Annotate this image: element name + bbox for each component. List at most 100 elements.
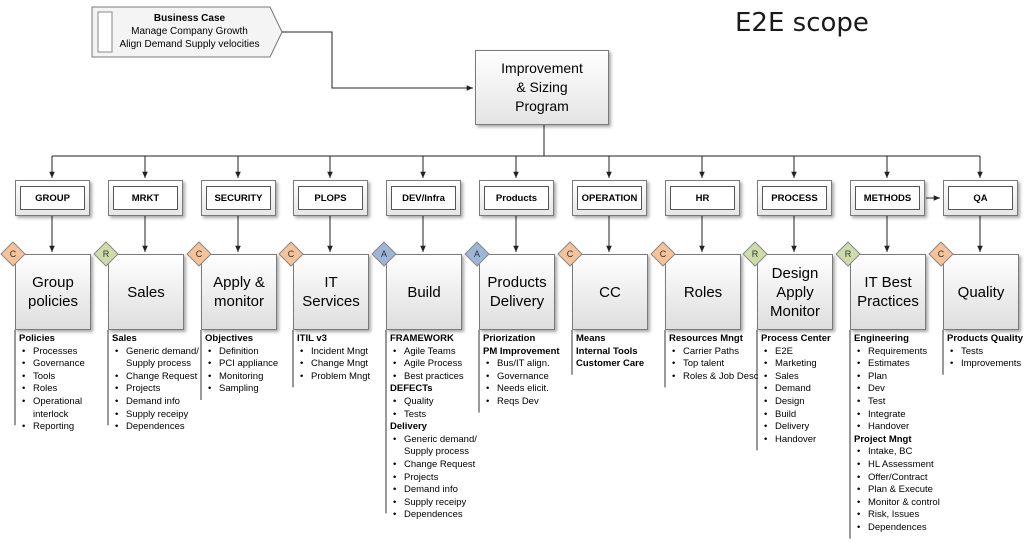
detail-item: Needs elicit. (483, 383, 573, 396)
column-header-label: HR (670, 186, 735, 210)
detail-item: Build (761, 409, 851, 422)
detail-list: SalesGeneric demand/ Supply processChang… (112, 333, 202, 434)
column-box: Products Delivery (479, 254, 555, 330)
diamond-icon (557, 241, 583, 267)
business-case-line: Align Demand Supply velocities (119, 39, 260, 50)
detail-item: Integrate (854, 409, 944, 422)
detail-heading: Engineering (854, 333, 909, 344)
detail-item: Test (854, 396, 944, 409)
business-case-text: Business Case Manage Company Growth Alig… (112, 12, 267, 51)
detail-list: ObjectivesDefinitionPCI applianceMonitor… (205, 333, 295, 396)
detail-item: Processes (19, 346, 109, 359)
detail-heading: Policies (19, 333, 55, 344)
column-header-label: GROUP (20, 186, 85, 210)
detail-item: Demand info (390, 484, 480, 497)
diamond-icon (928, 241, 954, 267)
column-box: Group policies (15, 254, 91, 330)
diamond-icon (464, 241, 490, 267)
detail-item: Monitor & control (854, 497, 944, 510)
detail-heading: Internal Tools (576, 345, 638, 357)
detail-item: Supply receipy (390, 497, 480, 510)
detail-heading: Customer Care (576, 358, 645, 370)
detail-item: Governance (483, 371, 573, 384)
badge-letter: C (195, 249, 203, 259)
detail-list: EngineeringRequirementsEstimatesPlanDevT… (854, 333, 944, 535)
detail-item: Change Mngt (297, 358, 387, 371)
responsibility-badge: A (371, 241, 397, 267)
responsibility-badge: C (278, 241, 304, 267)
detail-item: Quality (390, 396, 480, 409)
detail-item: Delivery (761, 421, 851, 434)
column-box: IT Best Practices (850, 254, 926, 330)
badge-letter: C (937, 249, 945, 259)
detail-item: Agile Process (390, 358, 480, 371)
column-header: QA (943, 180, 1018, 216)
business-case-connector (282, 31, 473, 91)
detail-item: Top talent (669, 358, 759, 371)
diamond-icon (835, 241, 861, 267)
detail-item: Risk, Issues (854, 509, 944, 522)
column-header-label: METHODS (855, 186, 920, 210)
diamond-icon (371, 241, 397, 267)
detail-item: Projects (112, 383, 202, 396)
detail-item: Dependences (854, 522, 944, 535)
column-header: SECURITY (201, 180, 276, 216)
detail-item: Sampling (205, 383, 295, 396)
detail-item: Tests (947, 346, 1024, 359)
detail-list: ITIL v3Incident MngtChange MngtProblem M… (297, 333, 387, 383)
diamond-icon (0, 241, 26, 267)
column-header-label: PLOPS (298, 186, 363, 210)
column-box: CC (572, 254, 648, 330)
column-header: PLOPS (293, 180, 368, 216)
detail-item: Definition (205, 346, 295, 359)
detail-item: E2E (761, 346, 851, 359)
responsibility-badge: C (557, 241, 583, 267)
business-case-shape (91, 6, 283, 58)
responsibility-badge: A (464, 241, 490, 267)
detail-heading: DEFECTs (390, 383, 433, 395)
detail-item: Bus/IT align. (483, 358, 573, 371)
detail-heading: Products Quality (947, 333, 1024, 344)
program-line: Improvement (501, 60, 583, 76)
detail-heading: Resources Mngt (669, 333, 743, 344)
detail-heading: PM Improvement (483, 345, 560, 357)
badge-letter: R (751, 249, 759, 259)
detail-item: Dependences (112, 421, 202, 434)
detail-item: Requirements (854, 346, 944, 359)
detail-item: Change Request (112, 371, 202, 384)
column-box: Build (386, 254, 462, 330)
column-header: PROCESS (757, 180, 832, 216)
responsibility-badge: R (835, 241, 861, 267)
detail-item: Plan & Execute (854, 484, 944, 497)
detail-list: Products QualityTestsImprovements (947, 333, 1024, 371)
column-header: METHODS (850, 180, 925, 216)
detail-item: Roles & Job Desc (669, 371, 759, 384)
detail-item: Tests (390, 409, 480, 422)
responsibility-badge: C (0, 241, 26, 267)
detail-item: Reqs Dev (483, 396, 573, 409)
detail-item: Design (761, 396, 851, 409)
diagram-title: E2E scope (735, 8, 869, 38)
detail-heading: FRAMEWORK (390, 333, 454, 344)
column-header: GROUP (15, 180, 90, 216)
detail-item: Reporting (19, 421, 109, 434)
detail-heading: Project Mngt (854, 433, 912, 445)
program-box: Improvement & Sizing Program (475, 50, 609, 125)
detail-heading: Sales (112, 333, 137, 344)
column-header-label: Products (484, 186, 549, 210)
column-header-label: SECURITY (206, 186, 271, 210)
detail-item: Operational interlock (19, 396, 109, 421)
detail-item: Dependences (390, 509, 480, 522)
responsibility-badge: C (186, 241, 212, 267)
detail-item: Intake, BC (854, 446, 944, 459)
diamond-icon (278, 241, 304, 267)
column-header-label: MRKT (113, 186, 178, 210)
detail-heading: Delivery (390, 421, 427, 433)
detail-item: Problem Mngt (297, 371, 387, 384)
detail-item: Handover (854, 421, 944, 434)
badge-letter: C (287, 249, 295, 259)
detail-heading: Means (576, 333, 606, 344)
detail-item: Supply receipy (112, 409, 202, 422)
badge-letter: A (473, 249, 480, 259)
